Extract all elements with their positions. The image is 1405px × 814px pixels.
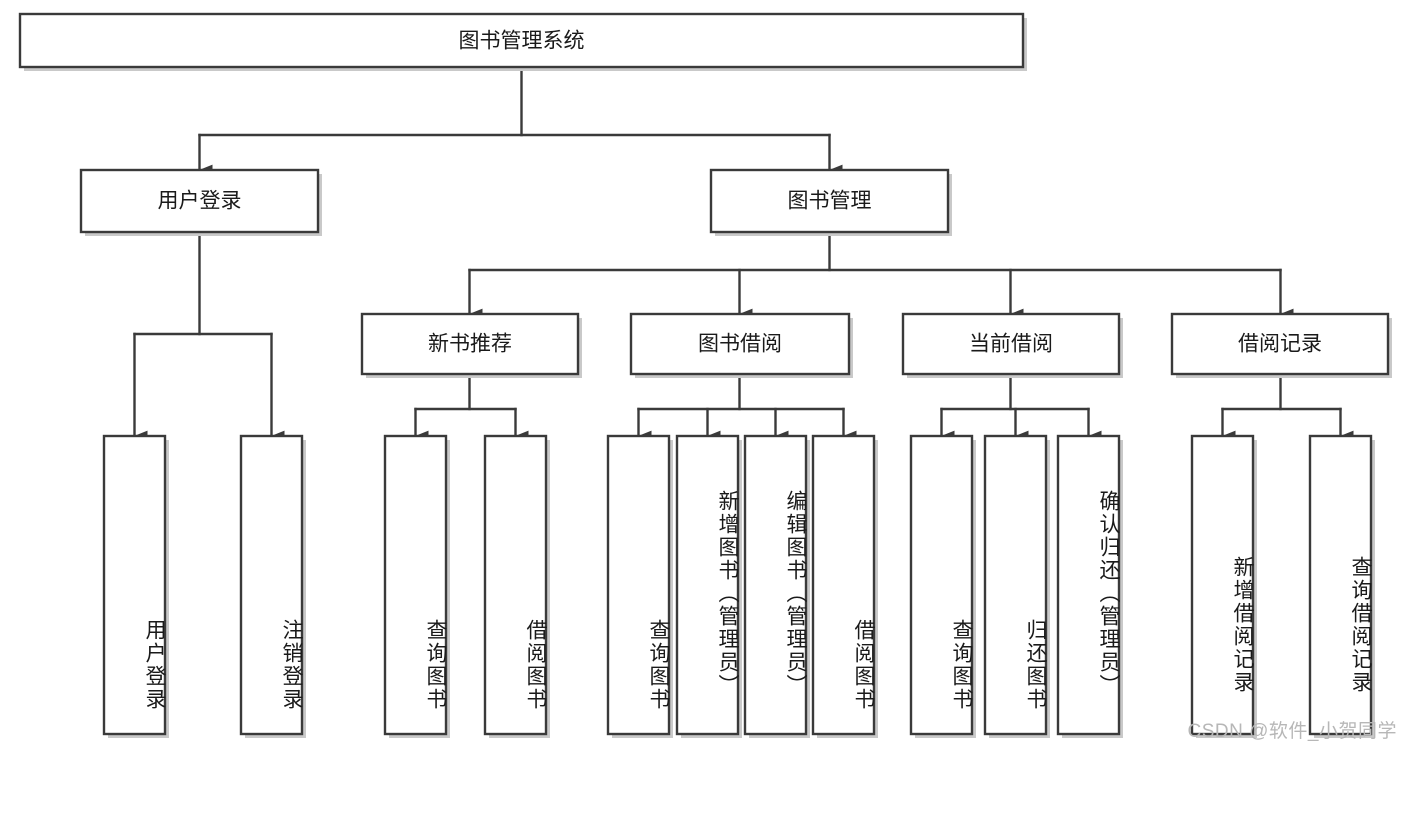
node-leaf-add-borrow-record[interactable] — [1190, 434, 1257, 738]
node-user-login[interactable]: 用户登录 — [79, 168, 322, 236]
node-leaf-return-book[interactable] — [983, 434, 1050, 738]
csdn-watermark: CSDN @软件_小贺同学 — [1187, 721, 1397, 742]
node-borrow-record-box — [1170, 312, 1390, 376]
node-new-book-recommend-box — [360, 312, 580, 376]
node-book-borrow-label: 图书借阅 — [698, 333, 782, 356]
flowchart-svg: 图书管理系统 用户登录 图书管理 新书推荐 图书借阅 当前借阅 — [18, 12, 1392, 738]
node-leaf-user-logout[interactable] — [239, 434, 306, 738]
node-leaf-query-book-recommend[interactable] — [383, 434, 450, 738]
node-leaf-user-login[interactable] — [102, 434, 169, 738]
node-leaf-borrow-book-recommend[interactable] — [483, 434, 550, 738]
node-book-borrow[interactable]: 图书借阅 — [629, 312, 853, 378]
leaf-boxes-layer — [102, 434, 1375, 738]
node-book-manage-box — [709, 168, 950, 234]
node-new-book-recommend-label: 新书推荐 — [428, 333, 512, 356]
node-current-borrow-box — [901, 312, 1121, 376]
node-current-borrow[interactable]: 当前借阅 — [901, 312, 1123, 378]
node-root-label: 图书管理系统 — [459, 30, 585, 53]
node-leaf-query-borrow-record[interactable] — [1308, 434, 1375, 738]
node-root-box — [18, 12, 1025, 69]
node-leaf-add-book-admin[interactable] — [675, 434, 742, 738]
node-new-book-recommend[interactable]: 新书推荐 — [360, 312, 582, 378]
node-leaf-confirm-return-admin[interactable] — [1056, 434, 1123, 738]
node-leaf-borrow-book[interactable] — [811, 434, 878, 738]
node-leaf-edit-book-admin[interactable] — [743, 434, 810, 738]
node-book-borrow-box — [629, 312, 851, 376]
node-borrow-record-label: 借阅记录 — [1238, 333, 1322, 356]
node-user-login-box — [79, 168, 320, 234]
node-leaf-query-book-current[interactable] — [909, 434, 976, 738]
node-book-manage-label: 图书管理 — [788, 190, 872, 213]
node-root[interactable]: 图书管理系统 — [18, 12, 1027, 71]
node-user-login-label: 用户登录 — [158, 190, 242, 213]
connector-layer — [133, 65, 1354, 442]
node-borrow-record[interactable]: 借阅记录 — [1170, 312, 1392, 378]
node-leaf-query-book-borrow[interactable] — [606, 434, 673, 738]
flowchart-canvas: 图书管理系统 用户登录 图书管理 新书推荐 图书借阅 当前借阅 — [18, 12, 1397, 742]
node-book-manage[interactable]: 图书管理 — [709, 168, 952, 236]
node-current-borrow-label: 当前借阅 — [969, 333, 1053, 356]
